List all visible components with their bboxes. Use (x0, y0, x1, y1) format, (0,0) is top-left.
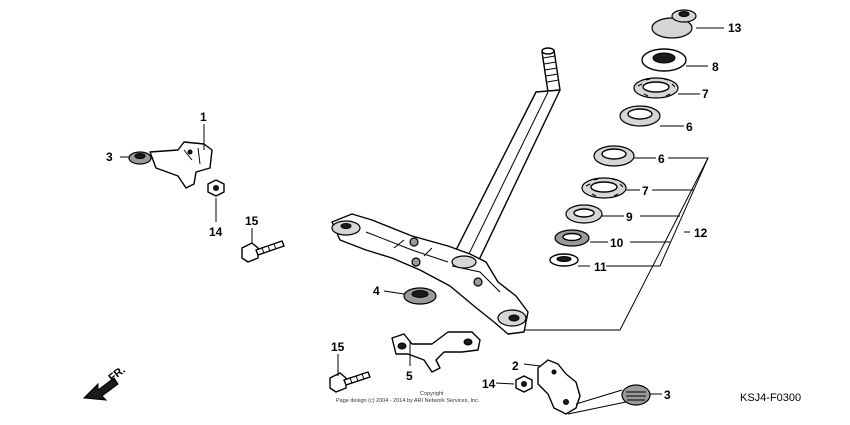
callout-14-lower: 14 (482, 377, 496, 391)
copyright-line-1: Copyright (420, 391, 444, 397)
brake-hose-guide-part-5 (391, 331, 481, 373)
callout-2: 2 (512, 359, 519, 373)
leader-lines (120, 27, 724, 395)
callout-7-upper: 7 (702, 87, 709, 101)
race-part-6-upper-inner (627, 108, 653, 120)
bracket-hole (187, 149, 193, 155)
race-part-9-inner (573, 208, 595, 218)
arrow-icon (82, 377, 119, 401)
lower-triple-clamp (331, 213, 529, 335)
stem-top (541, 47, 555, 55)
bearing-part-7-upper-balls (637, 78, 676, 97)
washer-part-11-inner (556, 256, 572, 262)
bearing-part-7-upper-inner (642, 81, 670, 93)
bolt-part-15-upper (241, 240, 285, 263)
seal-part-10-inner (562, 232, 582, 242)
nut-hole-upper (213, 185, 219, 191)
nut-hole-lower (521, 381, 527, 387)
callout-numbers: 1 3 14 15 4 5 15 2 14 3 13 8 7 6 6 7 9 1… (106, 21, 742, 402)
bracket-part-1 (149, 141, 213, 189)
callout-14-upper: 14 (209, 225, 223, 239)
grommet-upper-left-center (134, 153, 146, 159)
copyright-line-2: Page design (c) 2004 - 2014 by ARI Netwo… (336, 398, 480, 404)
upper-left-bracket-assembly (128, 141, 225, 197)
callout-10: 10 (610, 236, 624, 250)
bracket-2-hole-a (551, 369, 557, 375)
upper-bearing-stack (619, 9, 697, 127)
grommet-lower-right (621, 384, 651, 406)
front-direction-arrow: FR. (82, 364, 128, 401)
callout-1: 1 (200, 110, 207, 124)
clamp-right-hole (508, 314, 520, 322)
adjust-nut-part-13-hole (678, 11, 690, 17)
callout-9: 9 (626, 210, 633, 224)
callout-11: 11 (594, 260, 607, 274)
callout-4: 4 (373, 284, 380, 298)
callout-15-upper: 15 (245, 214, 259, 228)
bracket-2-hole-b (563, 399, 569, 405)
callout-6-upper: 6 (686, 120, 693, 134)
seal-part-8-inner (652, 52, 676, 64)
dust-seal-part-4 (403, 287, 437, 305)
bolt-part-15-lower (329, 371, 371, 393)
callout-12: 12 (694, 226, 708, 240)
callout-13: 13 (728, 21, 742, 35)
clamp-webbing (365, 231, 501, 293)
stem-tube-shade (465, 91, 549, 261)
stem-base (451, 255, 477, 269)
stem-thread-lines (542, 55, 560, 83)
bracket-part-2 (537, 359, 581, 415)
callout-7-lower: 7 (642, 184, 649, 198)
callout-8: 8 (712, 60, 719, 74)
callout-6-lower: 6 (658, 152, 665, 166)
steering-stem (331, 47, 561, 335)
grommet-lower-right-ribs (626, 391, 646, 401)
bracket-part-1-detail (183, 147, 201, 165)
leader-grommet-to-bracket (567, 401, 627, 415)
bearing-part-7-lower-inner (590, 181, 618, 193)
leader-2-to-grommet (575, 389, 623, 405)
lower-right-bracket-assembly (515, 359, 651, 415)
stem-tube (451, 89, 561, 263)
clamp-bolt-1 (409, 237, 419, 247)
race-part-6-lower-inner (601, 148, 627, 160)
callout-5: 5 (406, 369, 413, 383)
callout-3-upper: 3 (106, 150, 113, 164)
bearing-part-7-lower-balls (585, 178, 624, 197)
clamp-bolt-2 (411, 257, 421, 267)
callout-3-lower: 3 (664, 388, 671, 402)
clamp-bolt-3 (473, 277, 483, 287)
clamp-left-hole (340, 223, 352, 229)
diagram-code: KSJ4-F0300 (740, 392, 801, 404)
lower-bearing-stack (549, 145, 635, 267)
callout-15-lower: 15 (331, 340, 345, 354)
